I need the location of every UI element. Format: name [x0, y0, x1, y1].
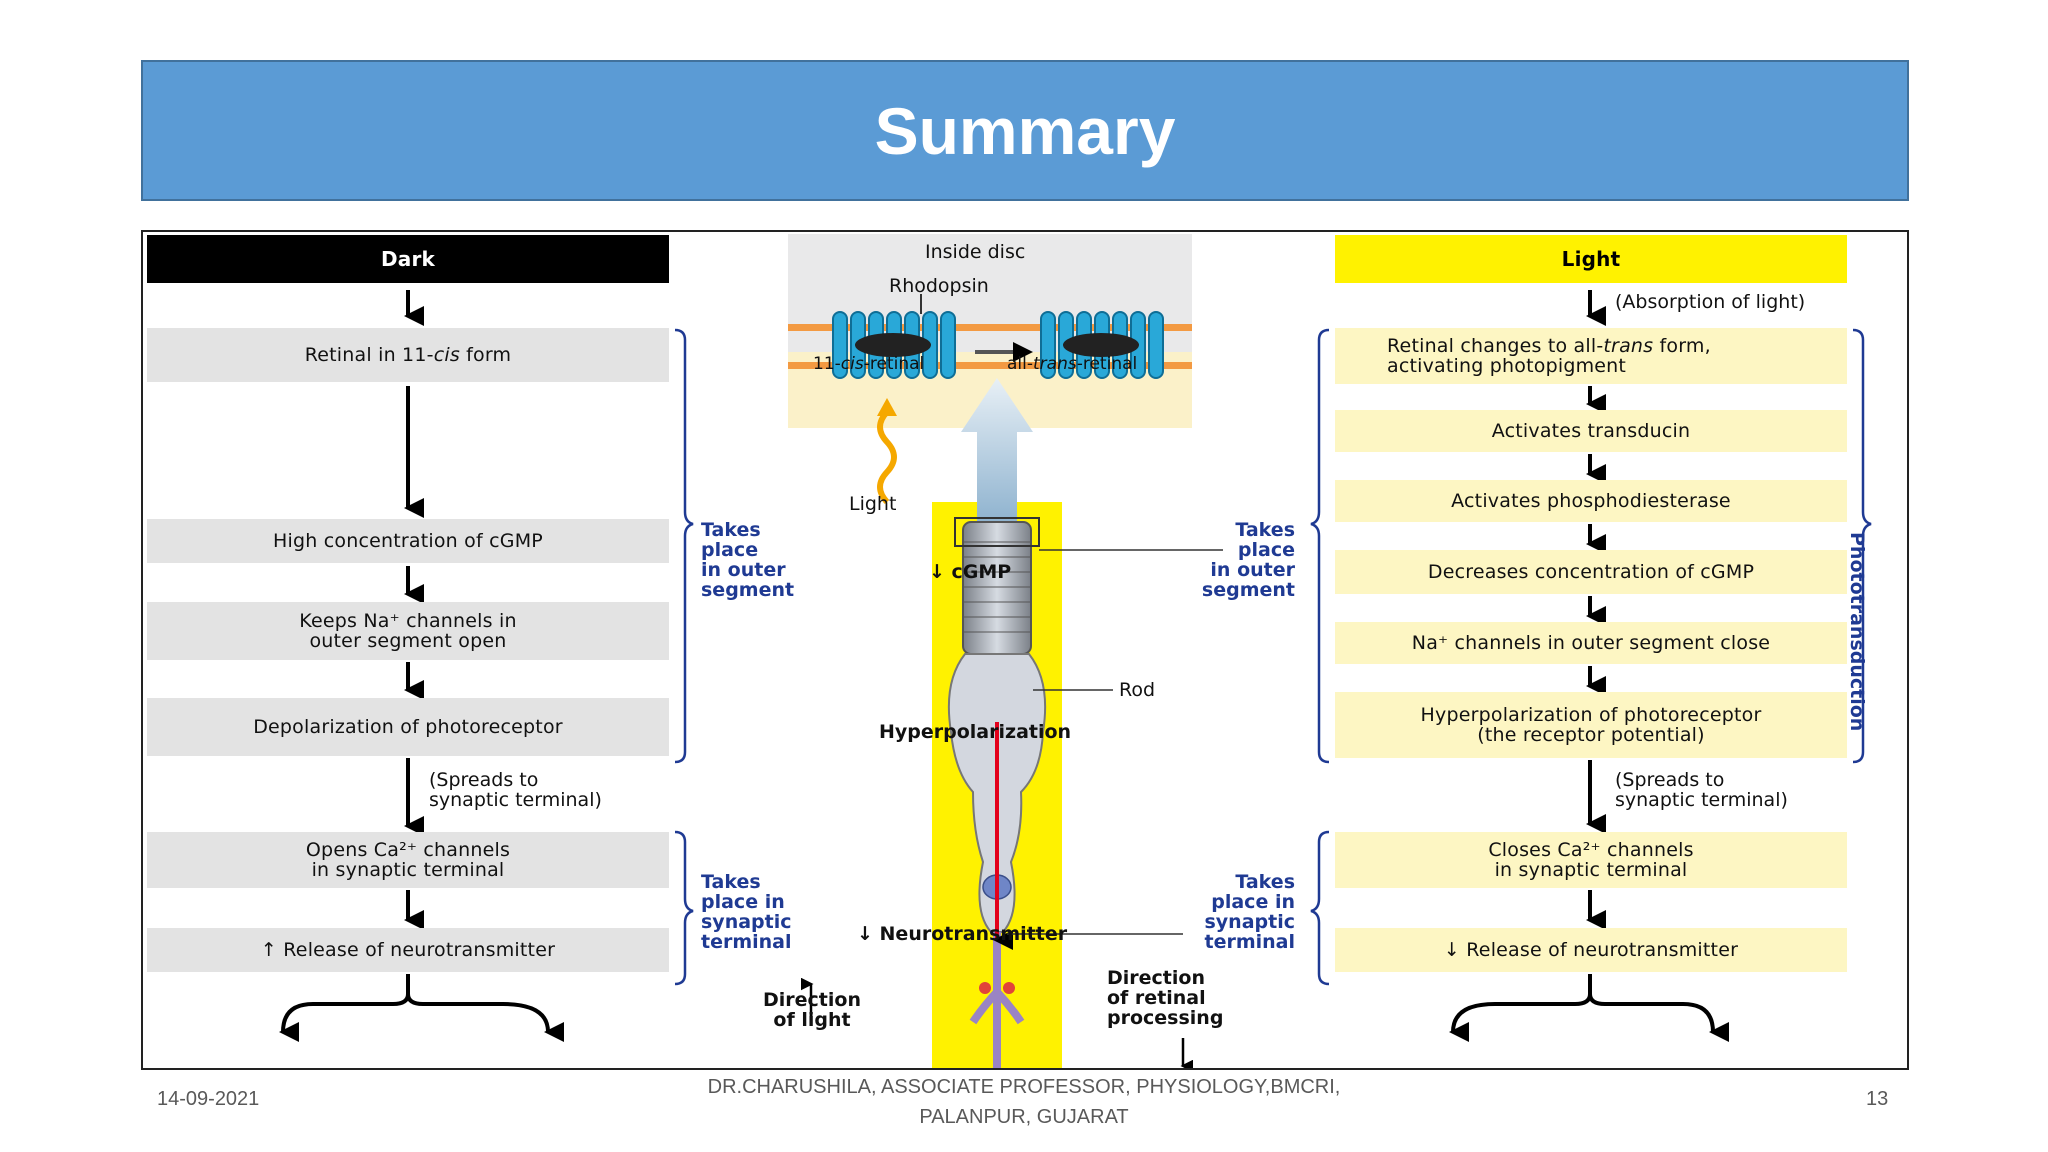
dark-step-high-cgmp: High concentration of cGMP [147, 519, 669, 563]
phototransduction-label: Phototransduction [1846, 532, 1868, 732]
cis-retinal-label: 11-cis-retinal [813, 354, 925, 374]
rod-label: Rod [1119, 679, 1156, 701]
light-step-decrease-cgmp: Decreases concentration of cGMP [1335, 550, 1847, 594]
dark-step-release-up: ↑ Release of neurotransmitter [147, 928, 669, 972]
absorption-note: (Absorption of light) [1615, 291, 1806, 313]
neurotransmitter-label: ↓ Neurotransmitter [857, 923, 1068, 945]
hyperpolarization-label: Hyperpolarization [879, 721, 1072, 743]
light-label: Light [849, 493, 897, 515]
light-step-transducin: Activates transducin [1335, 410, 1847, 452]
footer-author: DR.CHARUSHILA, ASSOCIATE PROFESSOR, PHYS… [707, 1076, 1341, 1128]
light-header: Light [1335, 235, 1847, 283]
cgmp-label: ↓ cGMP [929, 561, 1012, 583]
light-arrows [1449, 290, 1730, 1043]
light-wave-icon [877, 409, 897, 505]
title-banner: Summary [141, 60, 1909, 201]
slide-title: Summary [874, 93, 1176, 168]
brackets [674, 328, 1872, 986]
light-step-na-close: Na⁺ channels in outer segment close [1335, 622, 1847, 664]
footer-page-number: 13 [1866, 1088, 1889, 1110]
figure-graphics [279, 234, 1872, 1068]
dark-header: Dark [147, 235, 669, 283]
trans-retinal-molecule [1063, 333, 1139, 357]
light-step-pde: Activates phosphodiesterase [1335, 480, 1847, 522]
dark-step-retinal-cis: Retinal in 11-cis form [147, 328, 669, 382]
light-step-release-down: ↓ Release of neurotransmitter [1335, 928, 1847, 972]
light-step-hyperpolarization: Hyperpolarization of photoreceptor(the r… [1335, 692, 1847, 758]
up-arrow-icon [961, 378, 1033, 522]
dark-step-depolarization: Depolarization of photoreceptor [147, 698, 669, 756]
light-step-retinal-trans: Retinal changes to all-trans form, activ… [1335, 328, 1847, 384]
inside-disc-label: Inside disc [925, 241, 1026, 263]
footer-date: 14-09-2021 [157, 1088, 260, 1110]
trans-retinal-label: all-trans-retinal [1007, 354, 1138, 374]
phototransduction-figure: Dark Retinal in 11-cis form High concent… [141, 230, 1909, 1070]
dark-arrows [279, 290, 565, 1043]
rhodopsin-label: Rhodopsin [889, 275, 989, 297]
cis-retinal-molecule [855, 333, 931, 357]
